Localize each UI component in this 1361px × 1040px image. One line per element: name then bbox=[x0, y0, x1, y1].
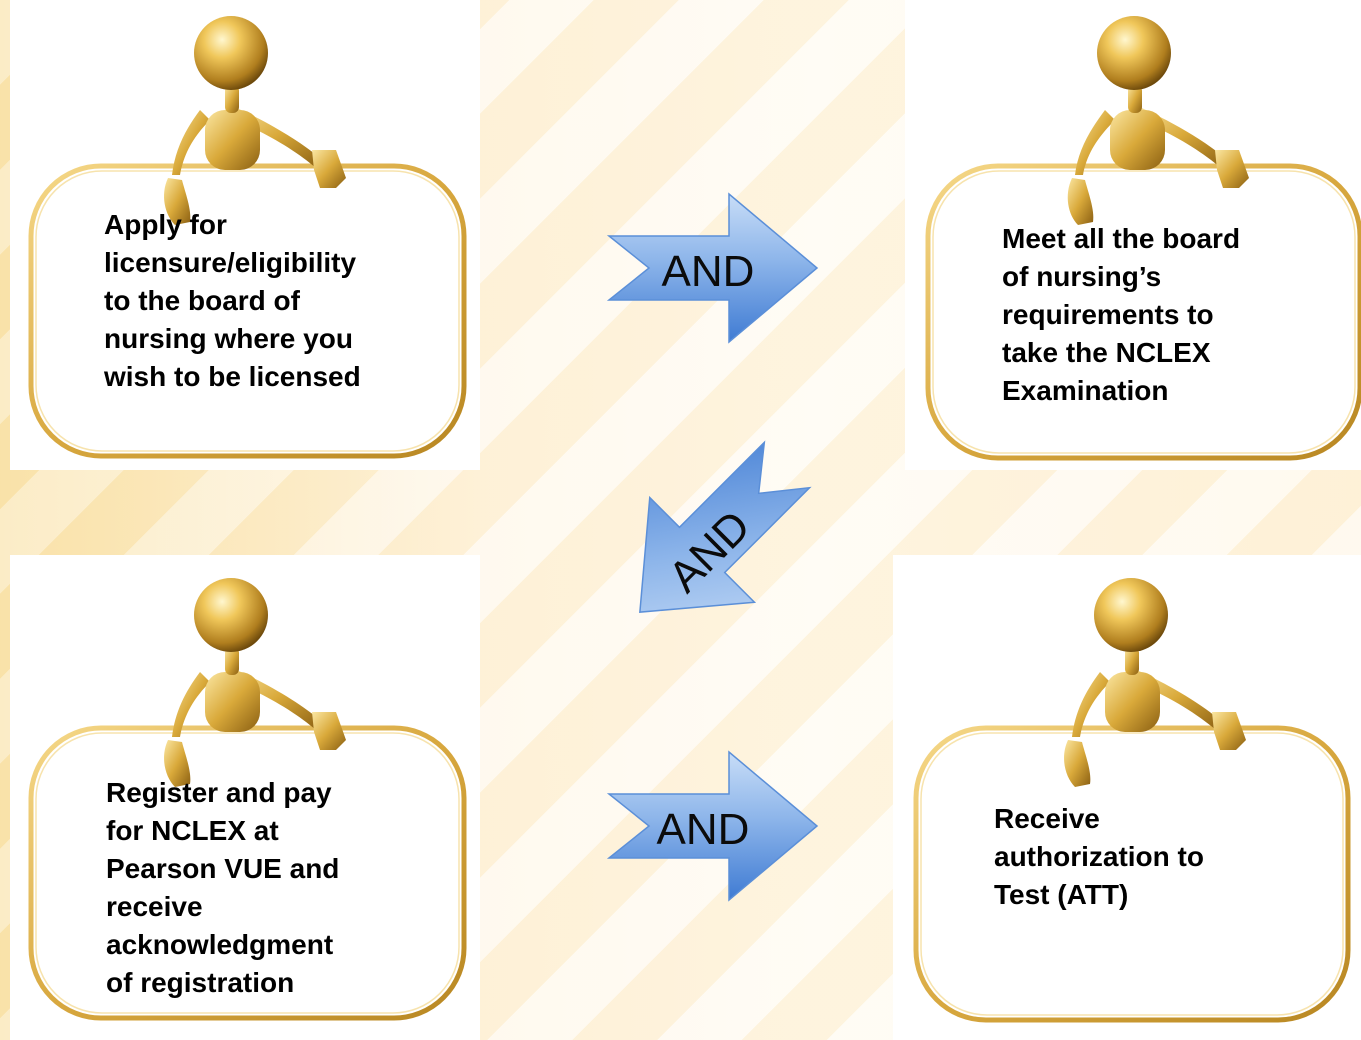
gold-figure-holding-board bbox=[28, 578, 467, 1021]
step-text-line: Test (ATT) bbox=[994, 879, 1129, 910]
step-text: Receive authorization to Test (ATT) bbox=[994, 800, 1204, 914]
connector-label: AND bbox=[662, 247, 755, 296]
step-text-line: for NCLEX at bbox=[106, 815, 279, 846]
step-text-line: receive bbox=[106, 891, 203, 922]
gold-figure-holding-board bbox=[28, 16, 467, 459]
step-text-line: Pearson VUE and bbox=[106, 853, 340, 884]
step-text-line: Apply for bbox=[104, 209, 227, 240]
step-card-apply: Apply for licensure/eligibility to the b… bbox=[0, 0, 480, 470]
step-text-line: licensure/eligibility bbox=[104, 247, 357, 278]
gold-figure-holding-board bbox=[925, 16, 1361, 461]
step-text-line: authorization to bbox=[994, 841, 1204, 872]
gold-figure-holding-board bbox=[913, 578, 1351, 1023]
step-text-line: acknowledgment bbox=[106, 929, 334, 960]
step-text-line: take the NCLEX bbox=[1002, 337, 1211, 368]
step-text: Register and pay for NCLEX at Pearson VU… bbox=[106, 774, 339, 1002]
step-text: Apply for licensure/eligibility to the b… bbox=[104, 206, 361, 396]
step-text-line: wish to be licensed bbox=[104, 361, 361, 392]
step-text-line: of nursing’s bbox=[1002, 261, 1162, 292]
step-card-register-pay: Register and pay for NCLEX at Pearson VU… bbox=[0, 560, 480, 1040]
step-text-line: nursing where you bbox=[104, 323, 353, 354]
step-text-line: Register and pay bbox=[106, 777, 332, 808]
step-card-meet-requirements: Meet all the board of nursing’s requirem… bbox=[910, 0, 1361, 470]
step-text-line: to the board of bbox=[104, 285, 300, 316]
step-text-line: of registration bbox=[106, 967, 295, 998]
step-text-line: Examination bbox=[1002, 375, 1169, 406]
step-card-receive-att: Receive authorization to Test (ATT) bbox=[900, 560, 1361, 1040]
step-text-line: requirements to bbox=[1002, 299, 1214, 330]
step-text: Meet all the board of nursing’s requirem… bbox=[1002, 220, 1240, 410]
arrow-right-icon: AND bbox=[606, 192, 819, 344]
connector-label: AND bbox=[657, 805, 750, 854]
step-text-line: Receive bbox=[994, 803, 1100, 834]
arrow-right-icon: AND bbox=[606, 750, 819, 902]
step-text-line: Meet all the board bbox=[1002, 223, 1241, 254]
arrow-down-left-icon: AND bbox=[639, 440, 812, 613]
